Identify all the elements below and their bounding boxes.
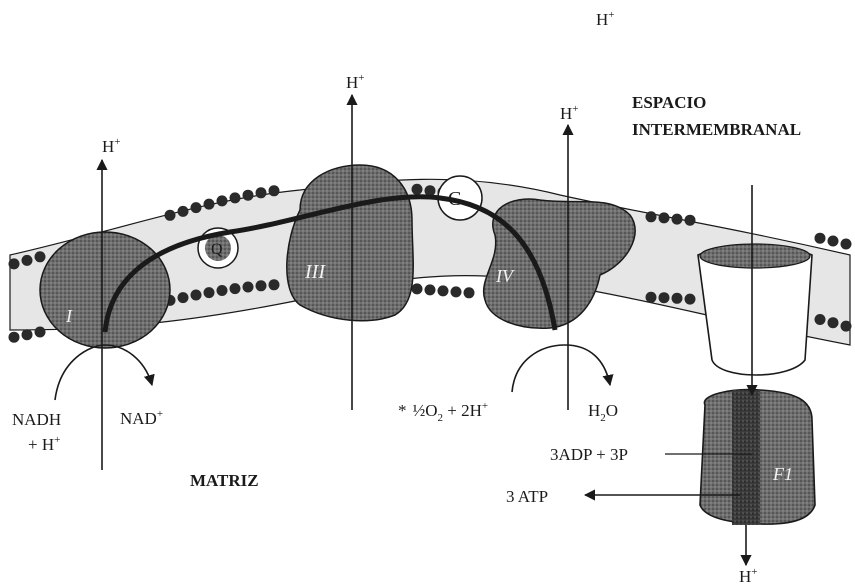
complex-i-label: I <box>65 306 73 326</box>
lipid-head <box>22 255 33 266</box>
lipid-head <box>841 239 852 250</box>
lipid-head <box>243 282 254 293</box>
lipid-head <box>646 292 657 303</box>
lipid-head <box>191 290 202 301</box>
lipid-head <box>828 317 839 328</box>
lipid-head <box>815 314 826 325</box>
complex-iv: IV <box>484 199 636 328</box>
lipid-head <box>685 215 696 226</box>
atp-synthase-f0 <box>698 244 812 375</box>
lipid-head <box>165 210 176 221</box>
lipid-head <box>646 211 657 222</box>
atp-label: 3 ATP <box>506 487 548 506</box>
lipid-head <box>35 327 46 338</box>
plus-h-label: + H+ <box>28 434 60 454</box>
lipid-head <box>659 292 670 303</box>
adp-label: 3ADP + 3P <box>550 445 628 464</box>
lipid-head <box>672 293 683 304</box>
lipid-head <box>815 233 826 244</box>
matriz-label: MATRIZ <box>190 471 259 490</box>
lipid-head <box>217 285 228 296</box>
intermembranal-label: INTERMEMBRANAL <box>632 120 801 139</box>
lipid-head <box>412 184 423 195</box>
nadh-label: NADH <box>12 410 61 429</box>
lipid-head <box>425 284 436 295</box>
espacio-label: ESPACIO <box>632 93 706 112</box>
lipid-head <box>451 286 462 297</box>
hplus-complex-i: H+ <box>102 136 121 156</box>
lipid-head <box>269 185 280 196</box>
lipid-head <box>828 236 839 247</box>
nad-label: NAD+ <box>120 408 163 428</box>
lipid-head <box>35 251 46 262</box>
atp-synthase-f1: F1 <box>700 390 815 525</box>
lipid-head <box>256 280 267 291</box>
lipid-head <box>178 292 189 303</box>
lipid-head <box>204 199 215 210</box>
lipid-head <box>22 329 33 340</box>
lipid-head <box>672 214 683 225</box>
lipid-head <box>685 294 696 305</box>
f1-label: F1 <box>772 464 793 484</box>
lipid-head <box>204 287 215 298</box>
hplus-top: H+ <box>596 9 615 29</box>
q-label: Q <box>211 241 223 258</box>
oxygen-label: *½O2 + 2H+ <box>398 400 488 424</box>
lipid-head <box>269 279 280 290</box>
lipid-head <box>217 195 228 206</box>
lipid-head <box>178 206 189 217</box>
lipid-head <box>191 202 202 213</box>
lipid-head <box>412 283 423 294</box>
lipid-head <box>438 285 449 296</box>
lipid-head <box>9 332 20 343</box>
complex-iii-label: III <box>304 261 326 283</box>
lipid-head <box>256 187 267 198</box>
complex-iii: III <box>287 165 413 321</box>
hplus-complex-iii: H+ <box>346 72 365 92</box>
water-label: H2O <box>588 401 618 424</box>
lipid-head <box>230 283 241 294</box>
hplus-bottom: H+ <box>739 566 758 586</box>
lipid-head <box>9 258 20 269</box>
complex-iv-label: IV <box>495 266 515 286</box>
lipid-head <box>243 190 254 201</box>
hplus-complex-iv: H+ <box>560 103 579 123</box>
lipid-head <box>230 192 241 203</box>
lipid-head <box>841 321 852 332</box>
lipid-head <box>659 212 670 223</box>
curved-arrows <box>55 345 752 495</box>
lipid-head <box>464 287 475 298</box>
